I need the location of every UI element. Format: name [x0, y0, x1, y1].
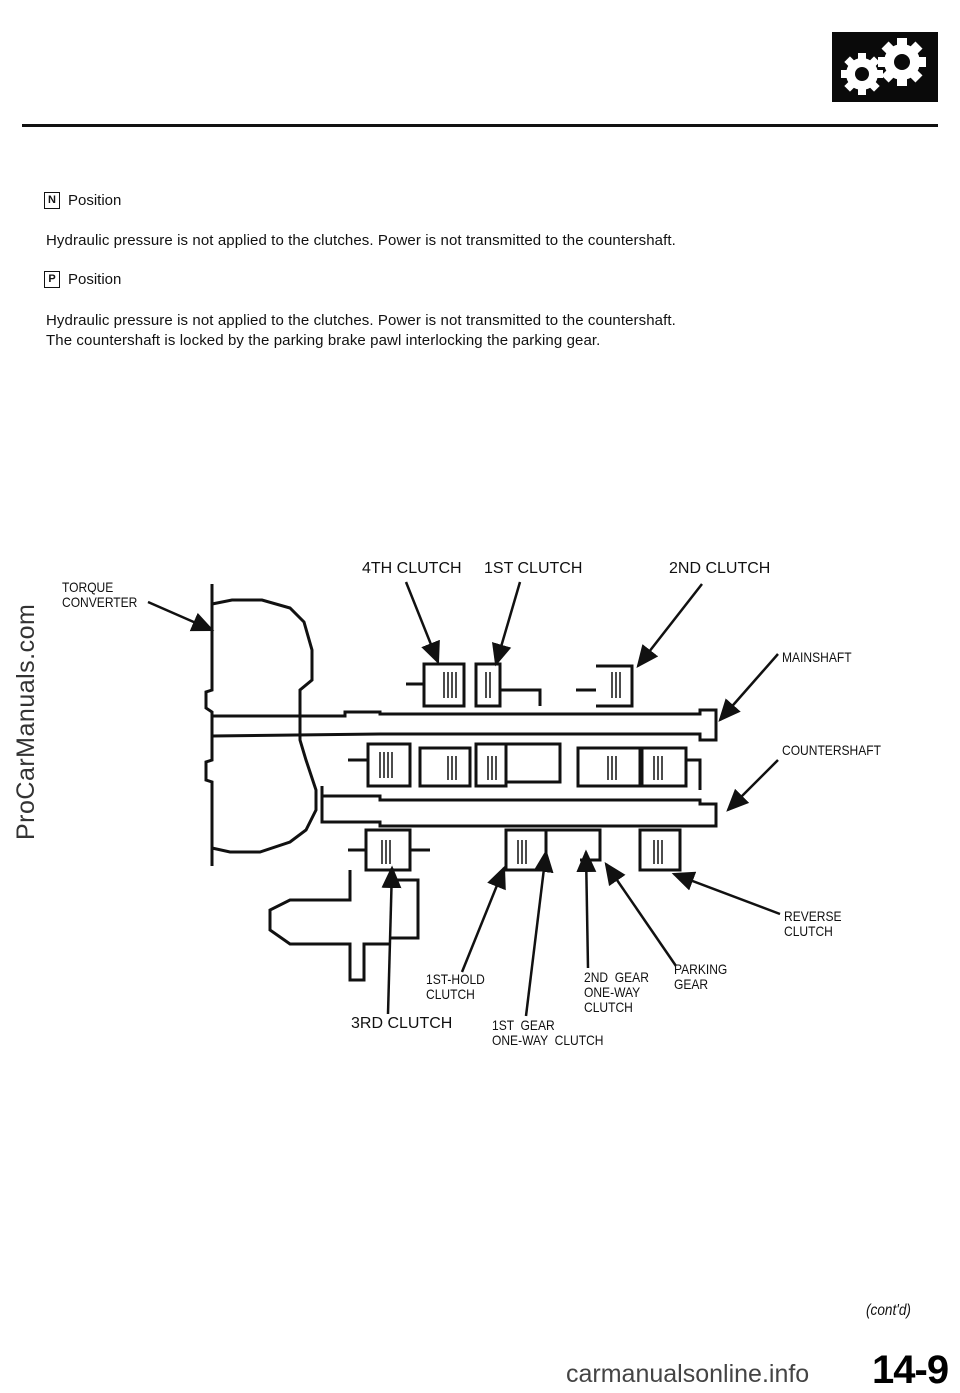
position-n-box: N [44, 192, 60, 209]
label-2nd-gear-oneway: 2ND GEAR ONE-WAY CLUTCH [584, 969, 649, 1015]
label-2nd-clutch: 2ND CLUTCH [669, 560, 771, 577]
section-n-text: Hydraulic pressure is not applied to the… [46, 231, 676, 251]
countershaft-outline [320, 786, 718, 828]
leader-1st-gear-oneway [524, 849, 554, 1017]
leader-1st-clutch [492, 581, 522, 667]
section-p-heading: P Position [44, 271, 121, 288]
mainshaft-outline [211, 708, 718, 742]
leader-countershaft [726, 759, 779, 812]
page-number: 14-9 [872, 1348, 949, 1392]
label-1st-clutch: 1ST CLUTCH [484, 560, 583, 577]
torque-converter-outline [210, 584, 318, 866]
leader-2nd-clutch [636, 583, 703, 668]
section-p-title: Position [68, 271, 122, 288]
section-p-line: Hydraulic pressure is not applied to the… [46, 312, 676, 329]
continued-note: (cont'd) [866, 1302, 911, 1319]
leader-reverse-clutch [671, 871, 781, 916]
label-parking-gear: PARKING GEAR [674, 961, 728, 992]
section-n-title: Position [68, 192, 122, 209]
leader-mainshaft [718, 653, 779, 722]
section-n-line: Hydraulic pressure is not applied to the… [46, 232, 676, 249]
side-watermark: ProCarManuals.com [12, 603, 40, 840]
leader-1st-hold [460, 865, 506, 973]
label-reverse-clutch: REVERSE CLUTCH [784, 908, 842, 939]
label-1st-hold-clutch: 1ST-HOLD CLUTCH [426, 971, 485, 1002]
label-countershaft: COUNTERSHAFT [782, 742, 882, 758]
label-4th-clutch: 4TH CLUTCH [362, 560, 462, 577]
gears-logo-icon [832, 32, 938, 102]
leader-torque-converter [147, 600, 215, 632]
section-p-text: Hydraulic pressure is not applied to the… [46, 311, 676, 351]
leader-4th-clutch [404, 581, 440, 665]
header-rule [22, 124, 938, 127]
leader-parking-gear [604, 861, 678, 967]
section-p-line: The countershaft is locked by the parkin… [46, 332, 601, 349]
leader-2nd-gear-oneway [576, 849, 597, 969]
label-1st-gear-oneway: 1ST GEAR ONE-WAY CLUTCH [492, 1017, 604, 1048]
label-torque-converter: TORQUE CONVERTER [62, 579, 138, 610]
bottom-watermark: carmanualsonline.info [566, 1360, 810, 1388]
label-mainshaft: MAINSHAFT [782, 649, 852, 665]
label-3rd-clutch: 3RD CLUTCH [351, 1015, 453, 1032]
position-p-box: P [44, 271, 60, 288]
leader-3rd-clutch [381, 865, 402, 1015]
section-n-heading: N Position [44, 192, 121, 209]
